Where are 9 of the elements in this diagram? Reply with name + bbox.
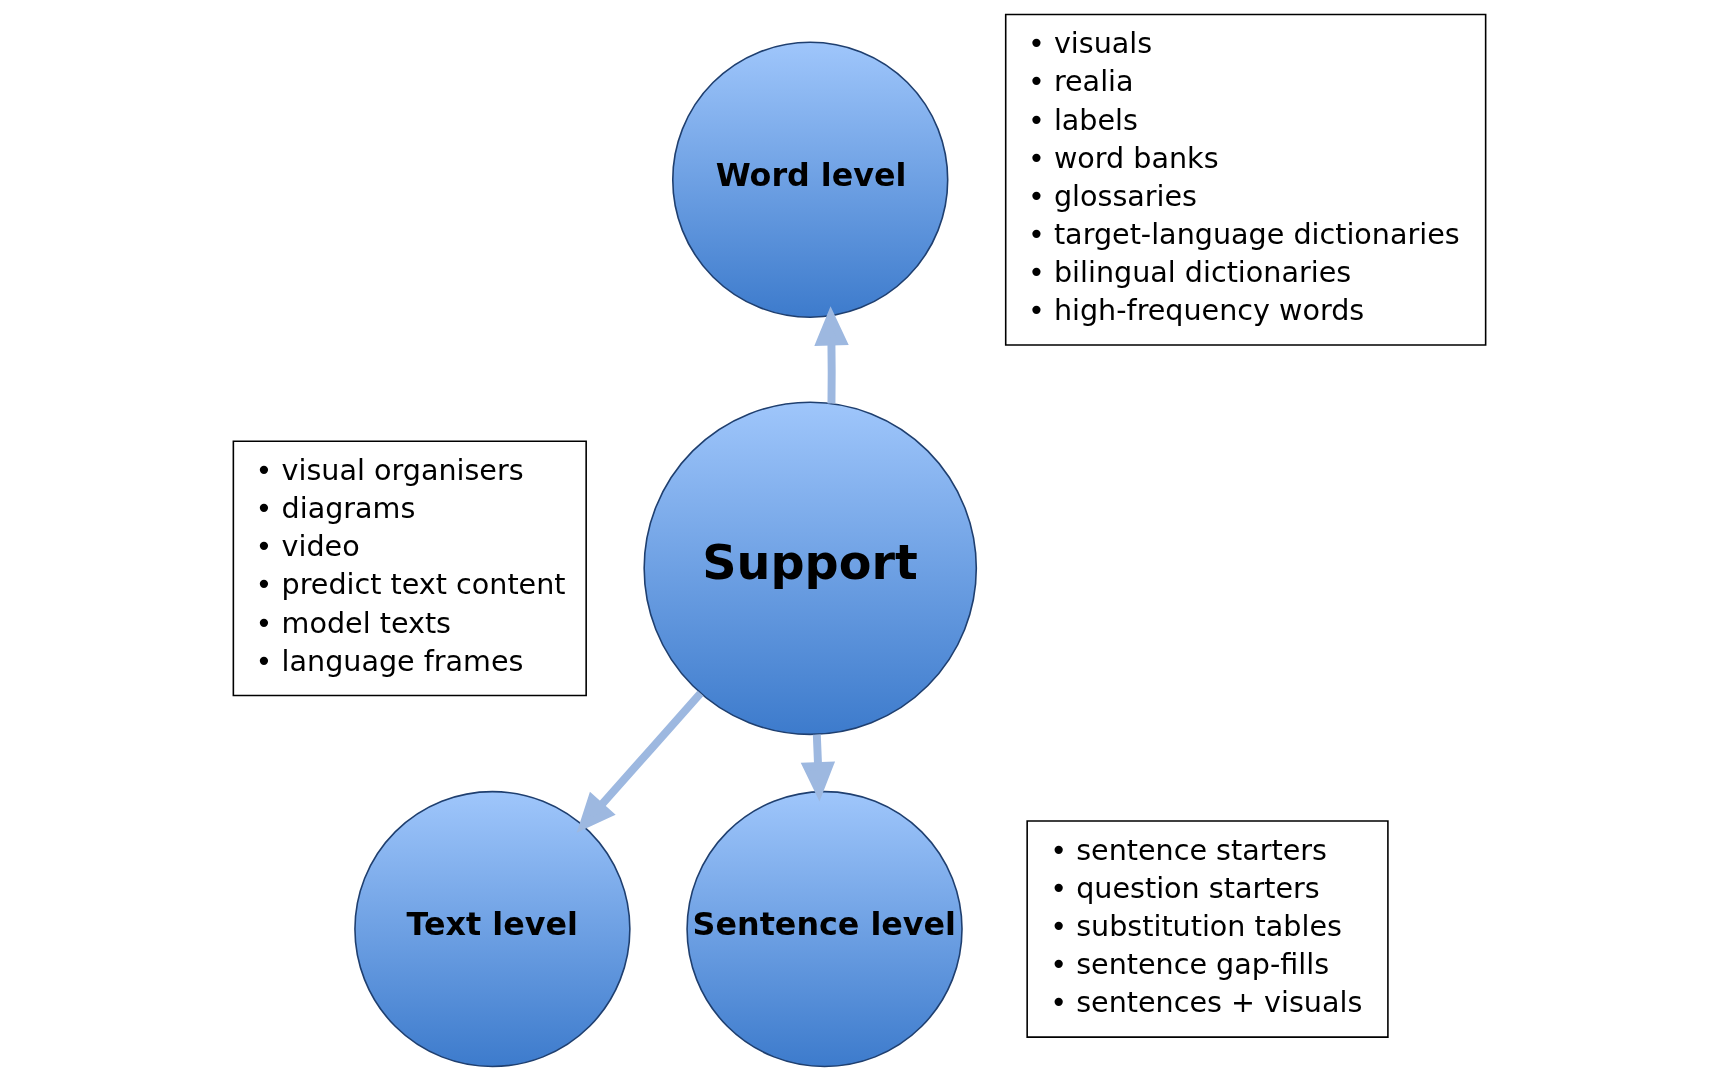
node-box: • visual organisers • diagrams • video • predict text content • model texts • language frames xyxy=(232,440,587,697)
node-circle: Sentence level xyxy=(686,790,963,1068)
node-circle: Word level xyxy=(671,41,949,318)
arrow xyxy=(814,306,849,404)
node-box: • visuals • realia • labels • word banks • glossaries • target-language dictionaries • bilingual dictionaries • high-frequency words xyxy=(1004,13,1487,346)
arrow xyxy=(576,690,704,833)
node-box: • sentence starters • question starters • substitution tables • sentence gap-fills • sentences + visuals xyxy=(1026,820,1389,1038)
arrow xyxy=(800,734,836,802)
node-circle: Support xyxy=(643,401,978,736)
